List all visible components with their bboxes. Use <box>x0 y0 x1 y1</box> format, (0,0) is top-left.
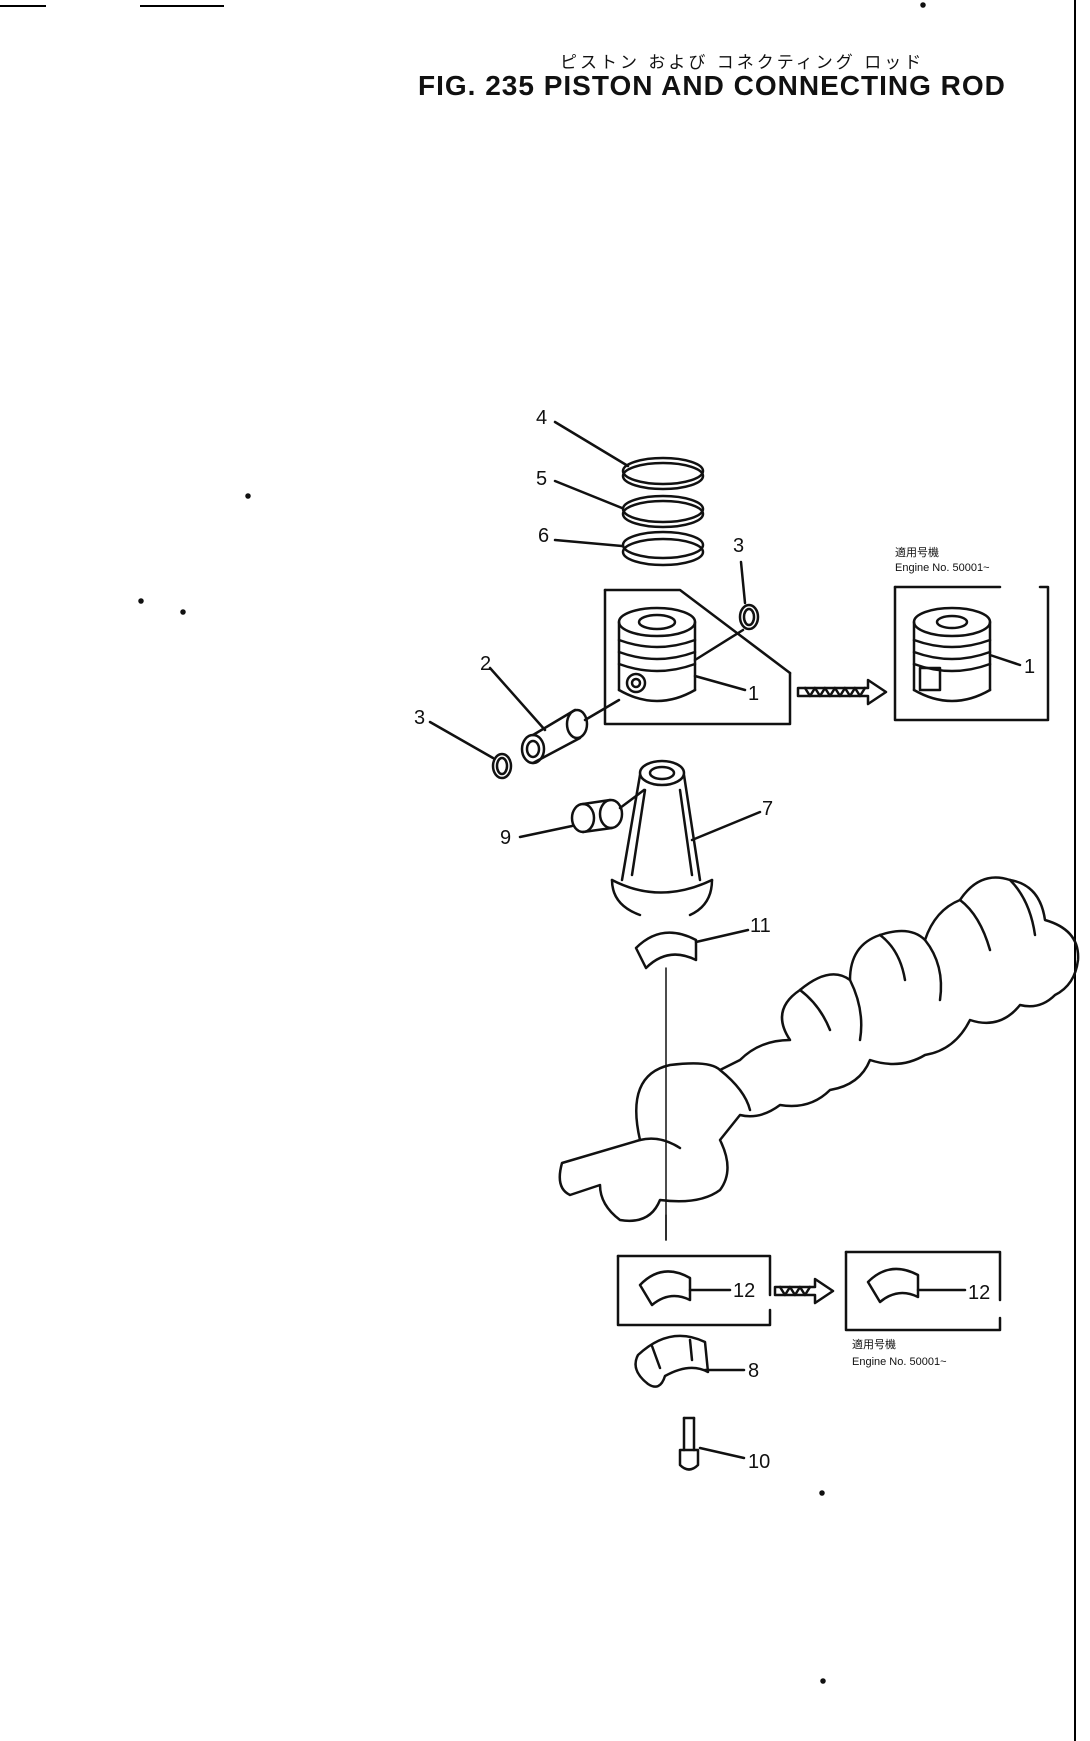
figure-title-japanese: ピストン および コネクティング ロッド <box>560 53 925 73</box>
callout-3-right: 3 <box>733 535 744 557</box>
bearing-12-alt <box>866 1267 920 1304</box>
callout-8: 8 <box>748 1360 759 1382</box>
snap-ring-3-right <box>738 603 760 631</box>
page-border-top-left <box>0 5 46 7</box>
callout-4: 4 <box>536 407 547 429</box>
piston-alt-note-en: Engine No. 50001~ <box>895 562 990 574</box>
callout-7: 7 <box>762 798 773 820</box>
bearing-alt-arrow <box>773 1277 835 1305</box>
piston-1 <box>617 606 697 703</box>
callout-5: 5 <box>536 468 547 490</box>
piston-alt-arrow <box>796 678 888 706</box>
bearing-11 <box>634 931 698 970</box>
callout-1-alt: 1 <box>1024 656 1035 678</box>
snap-ring-3-left <box>491 752 513 780</box>
callout-6: 6 <box>538 525 549 547</box>
callout-9: 9 <box>500 827 511 849</box>
callout-11: 11 <box>750 915 771 937</box>
piston-frame <box>603 588 792 726</box>
piston-alt-frame <box>893 585 1050 722</box>
bearing-alt-frame <box>844 1250 1002 1332</box>
leader-1 <box>693 674 747 692</box>
bearing-12-frame <box>616 1254 772 1327</box>
callout-10: 10 <box>748 1451 770 1473</box>
callout-12-alt: 12 <box>968 1282 990 1304</box>
bushing-9 <box>570 798 624 834</box>
connecting-rod-cap-8 <box>634 1334 710 1388</box>
page-border-right <box>1074 0 1076 1741</box>
callout-3-left: 3 <box>414 707 425 729</box>
callout-1: 1 <box>748 683 759 705</box>
figure-title-english: FIG. 235 PISTON AND CONNECTING ROD <box>418 70 1006 101</box>
connecting-rod-7 <box>610 759 714 917</box>
piston-ring-6 <box>621 530 705 567</box>
piston-ring-4 <box>621 456 705 491</box>
callout-2: 2 <box>480 653 491 675</box>
bearing-alt-note-en: Engine No. 50001~ <box>852 1356 947 1368</box>
crankshaft <box>558 876 1080 1223</box>
piston-1-alt <box>912 606 992 703</box>
callout-12: 12 <box>733 1280 755 1302</box>
bearing-alt-note-jp: 適用号機 <box>852 1337 896 1351</box>
piston-alt-note-jp: 適用号機 <box>895 545 939 559</box>
piston-pin-2 <box>520 708 589 765</box>
piston-ring-5 <box>621 494 705 529</box>
page-border-top-mid <box>140 5 224 7</box>
bolt-10 <box>678 1416 700 1471</box>
bearing-12 <box>638 1270 692 1307</box>
